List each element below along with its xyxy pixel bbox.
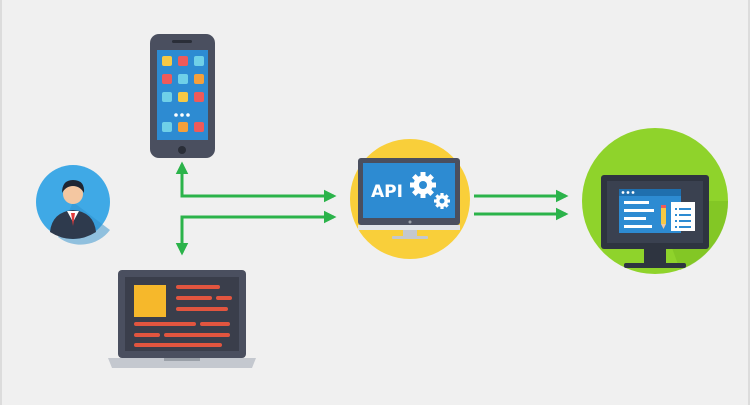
smartphone-icon <box>150 34 215 158</box>
laptop-icon <box>108 270 256 368</box>
small-gear-icon <box>434 193 450 209</box>
api-node: API <box>350 139 470 259</box>
laptop-api-arrow <box>175 210 337 256</box>
user-avatar-icon <box>36 165 110 245</box>
api-label: API <box>371 182 403 202</box>
phone-api-arrow <box>175 161 337 203</box>
application-node <box>582 128 729 274</box>
pencil-icon <box>661 205 666 229</box>
arrows <box>175 161 569 256</box>
gear-icon <box>410 172 436 198</box>
document-icon <box>671 202 695 231</box>
